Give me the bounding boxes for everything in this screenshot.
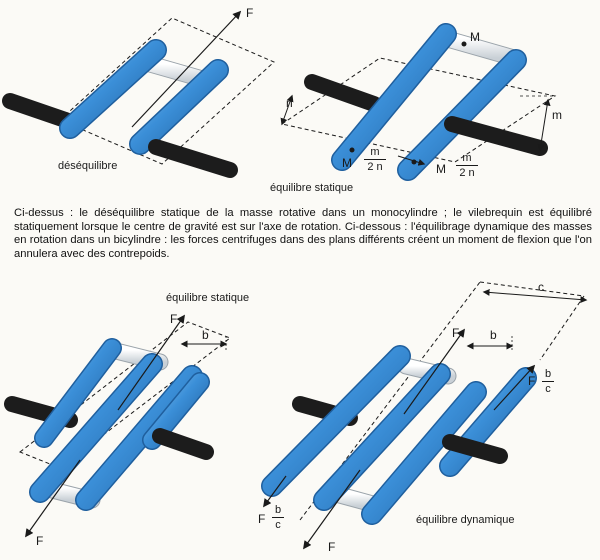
fraction-b-over-c-left: b c (272, 504, 284, 531)
dimension-c (482, 288, 588, 304)
label-F-br-fbc: F (528, 374, 536, 388)
shaft-right (148, 139, 238, 178)
rotation-plane-dashed (59, 17, 275, 165)
fraction-denominator: c (545, 383, 551, 395)
fraction-m-over-2n-right: m 2 n (456, 152, 478, 179)
shaft-right (152, 428, 214, 460)
force-arrow-F-down (25, 459, 81, 538)
diagram-equilibre-statique-top (280, 23, 557, 181)
label-m: m (552, 108, 562, 122)
force-arrow-Fbc-down (263, 475, 287, 508)
label-F-bl-up: F (170, 312, 178, 326)
force-arrow-F-down (303, 469, 361, 550)
label-M-top: M (470, 30, 480, 44)
mass-dot (461, 41, 467, 47)
fraction-numerator: b (274, 504, 282, 516)
label-F-br-down: F (328, 540, 336, 554)
label-F-bl-down: F (36, 534, 44, 548)
fraction-b-over-c-right: b c (542, 368, 554, 395)
label-desequilibre: déséquilibre (58, 160, 118, 172)
label-F: F (246, 6, 254, 20)
fraction-denominator: 2 n (459, 167, 475, 179)
force-arrow-Fbc-up (493, 364, 536, 411)
label-n: n (286, 96, 293, 110)
diagram-equilibre-dynamique (261, 281, 588, 550)
label-F-br-up: F (452, 326, 460, 340)
fraction-denominator: 2 n (367, 161, 383, 173)
label-c: c (538, 280, 544, 294)
diagram-desequilibre (2, 10, 275, 178)
force-arrow-F (131, 10, 242, 128)
force-arrow-F-up (403, 328, 465, 415)
label-M-left: M (342, 156, 352, 170)
label-equilibre-dynamique: équilibre dynamique (416, 514, 515, 526)
force-arrow-F-up (117, 314, 185, 411)
fraction-m-over-2n-left: m 2 n (364, 146, 386, 173)
label-equilibre-statique-top: équilibre statique (270, 182, 354, 194)
label-b-bl: b (202, 328, 209, 342)
rotation-plane-dashed (280, 57, 557, 163)
label-F-br-fbc-left: F (258, 512, 266, 526)
rotation-plane-dashed (19, 321, 232, 469)
mass-dot (349, 147, 355, 153)
fraction-numerator: b (544, 368, 552, 380)
label-b-br: b (490, 328, 497, 342)
shaft-left (304, 74, 382, 112)
caption-text: Ci-dessus : le déséquilibre statique de … (14, 207, 592, 260)
fraction-denominator: c (275, 519, 281, 531)
label-equilibre-statique-bottom: équilibre statique (166, 292, 250, 304)
dimension-m (537, 98, 551, 152)
shaft-right (444, 116, 548, 156)
label-M-right: M (436, 162, 446, 176)
mass-arrow (397, 155, 426, 166)
diagram-equilibre-statique-bottom (4, 314, 232, 538)
fraction-numerator: m (370, 146, 380, 158)
dimension-n (280, 94, 294, 126)
fraction-numerator: m (462, 152, 472, 164)
shaft-right (442, 434, 508, 464)
dashed-guide (539, 295, 585, 361)
dashed-guide (479, 281, 585, 297)
